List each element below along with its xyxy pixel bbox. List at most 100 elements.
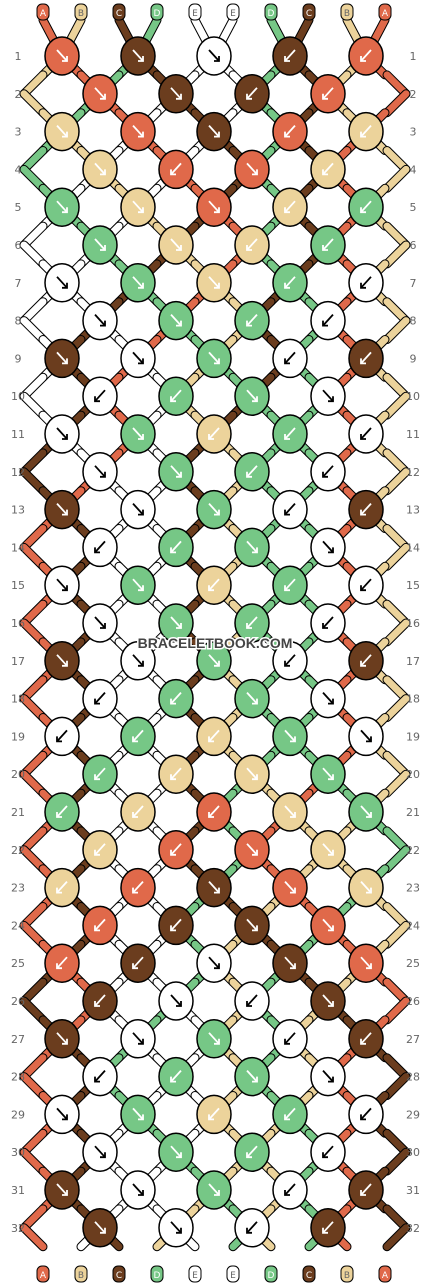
- arrow-down-left-icon: [246, 1221, 258, 1234]
- knot: [82, 74, 118, 114]
- arrow-down-left-icon: [284, 502, 296, 516]
- knot: [44, 489, 80, 530]
- row-number-right: 29: [406, 1108, 420, 1121]
- arrow-head-icon: [284, 1038, 290, 1045]
- knot: [234, 527, 270, 568]
- thread-letter: C: [116, 1271, 122, 1281]
- strand-segment: [383, 165, 410, 192]
- arrow-down-left-icon: [94, 540, 106, 554]
- arrow-down-left-icon: [322, 1221, 334, 1234]
- arrow-down-right-icon: [208, 502, 220, 516]
- arrow-down-right-icon: [246, 540, 258, 554]
- knot: [196, 565, 232, 605]
- arrow-down-right-icon: [208, 200, 220, 213]
- thread-color-swatch: [150, 3, 164, 21]
- arrow-down-left-icon: [284, 124, 296, 138]
- arrow-head-icon: [170, 698, 176, 705]
- arrow-head-icon: [290, 736, 296, 743]
- knot: [120, 641, 156, 681]
- knot: [196, 489, 232, 530]
- arrow-down-right-icon: [132, 124, 144, 138]
- arrow-down-right-icon: [132, 49, 144, 62]
- row-number-right: 24: [406, 919, 420, 932]
- row-number-right: 32: [406, 1222, 420, 1235]
- arrow-head-icon: [138, 509, 144, 516]
- knot: [158, 1208, 194, 1248]
- knot: [82, 678, 118, 719]
- arrow-head-icon: [284, 660, 290, 667]
- row-number-right: 28: [406, 1071, 420, 1084]
- arrow-down-left-icon: [94, 843, 106, 856]
- arrow-down-left-icon: [284, 654, 296, 667]
- arrow-down-right-icon: [132, 276, 144, 289]
- knot: [120, 565, 156, 605]
- arrow-down-left-icon: [360, 654, 372, 667]
- arrow-head-icon: [94, 1076, 100, 1083]
- arrow-down-right-icon: [170, 465, 182, 478]
- thread-color-swatch: [150, 1265, 164, 1283]
- arrow-head-icon: [176, 1152, 182, 1159]
- arrow-down-right-icon: [246, 162, 258, 176]
- arrow-head-icon: [360, 1038, 366, 1045]
- arrow-head-icon: [246, 1001, 252, 1007]
- arrow-head-icon: [360, 207, 366, 214]
- arrow-down-left-icon: [284, 1183, 296, 1196]
- arrow-down-right-icon: [170, 238, 182, 251]
- knot: [196, 36, 232, 76]
- arrow-head-icon: [208, 585, 214, 592]
- thread-color-swatch: [226, 1265, 240, 1283]
- thread-tag-top: B: [340, 3, 354, 21]
- knot: [44, 792, 80, 832]
- row-number-left: 23: [11, 882, 25, 895]
- arrow-head-icon: [246, 471, 252, 478]
- knot: [82, 1056, 118, 1097]
- row-number-right: 21: [406, 806, 420, 819]
- row-number-right: 26: [406, 995, 420, 1008]
- knot: [158, 678, 194, 719]
- strand-segment: [383, 1073, 410, 1099]
- thread-tag-bottom: B: [74, 1265, 88, 1283]
- arrow-head-icon: [246, 93, 252, 100]
- strand-segment: [383, 846, 410, 873]
- knot: [44, 36, 80, 76]
- strand-segment: [383, 90, 410, 117]
- arrow-down-right-icon: [56, 1107, 68, 1121]
- arrow-head-icon: [328, 925, 334, 932]
- arrow-down-right-icon: [170, 313, 182, 327]
- row-number-left: 10: [11, 390, 25, 403]
- arrow-down-left-icon: [56, 729, 68, 743]
- row-number-left: 18: [11, 693, 25, 706]
- row-number-left: 32: [11, 1222, 25, 1235]
- knot: [196, 187, 232, 227]
- arrow-down-left-icon: [322, 238, 334, 251]
- thread-color-swatch: [188, 1265, 202, 1283]
- arrow-head-icon: [214, 358, 220, 365]
- arrow-down-right-icon: [360, 880, 372, 894]
- arrow-down-left-icon: [360, 427, 372, 440]
- arrow-head-icon: [138, 131, 144, 138]
- strand-segment: [383, 392, 410, 419]
- arrow-head-icon: [246, 623, 252, 629]
- arrow-head-icon: [360, 56, 366, 62]
- arrow-head-icon: [170, 169, 176, 176]
- row-number-left: 9: [15, 352, 22, 365]
- arrow-down-right-icon: [94, 616, 106, 629]
- arrow-head-icon: [170, 849, 176, 856]
- arrow-down-left-icon: [170, 1069, 182, 1083]
- arrow-head-icon: [100, 93, 106, 100]
- knot: [120, 1094, 156, 1135]
- arrow-down-left-icon: [132, 729, 144, 743]
- arrow-head-icon: [328, 1001, 334, 1007]
- thread-tag-top: E: [188, 3, 202, 21]
- arrow-down-left-icon: [56, 880, 68, 894]
- row-number-right: 30: [406, 1146, 420, 1159]
- knot: [196, 111, 232, 152]
- arrow-head-icon: [322, 1152, 328, 1159]
- arrow-down-left-icon: [246, 313, 258, 327]
- knot: [82, 754, 118, 794]
- thread-letter: C: [116, 9, 122, 19]
- arrow-down-right-icon: [208, 1032, 220, 1045]
- arrow-head-icon: [170, 1076, 176, 1083]
- arrow-head-icon: [214, 131, 220, 138]
- thread-color-swatch: [378, 3, 392, 21]
